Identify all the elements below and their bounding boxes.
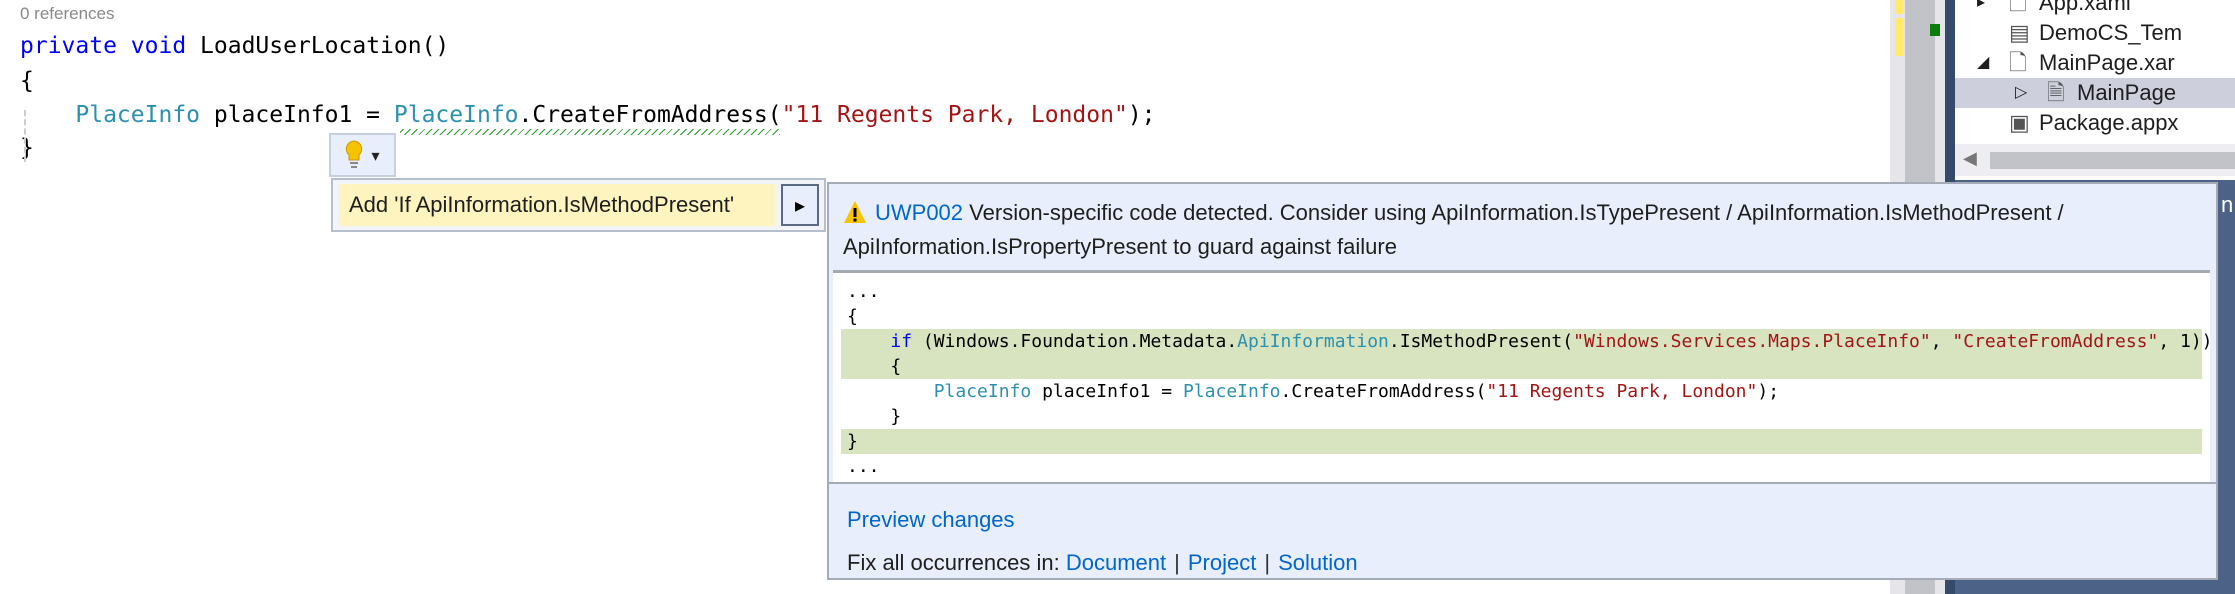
indent-guide	[24, 110, 26, 162]
xaml-file-icon: 🗋	[2009, 50, 2027, 75]
expander-icon[interactable]: ◢	[1977, 54, 1990, 71]
code-token: }	[847, 406, 902, 427]
solution-item[interactable]: ◢ 🗋 MainPage.xar	[1955, 48, 2235, 78]
code-token: PlaceInfo	[393, 102, 519, 128]
code-token	[847, 331, 890, 352]
expander-icon[interactable]: ▷	[2015, 84, 2028, 101]
preview-line-added: {	[841, 354, 2202, 379]
code-token: {	[847, 306, 858, 327]
codelens-references[interactable]: 0 references	[20, 4, 115, 23]
code-token: {	[20, 68, 34, 94]
solution-item[interactable]: ▣ Package.appx	[1955, 108, 2235, 138]
certificate-icon: ▤	[2009, 20, 2030, 45]
code-token: private	[20, 33, 117, 59]
code-token: if	[890, 331, 913, 352]
preview-line: PlaceInfo placeInfo1 = PlaceInfo.CreateF…	[841, 379, 2202, 404]
fix-all-label: Fix all occurrences in:	[847, 550, 1060, 575]
chevron-right-icon: ▸	[794, 193, 806, 217]
horizontal-scrollbar[interactable]: ◀	[1955, 144, 2235, 176]
preview-line-added: if (Windows.Foundation.Metadata.ApiInfor…	[841, 329, 2213, 354]
separator: |	[1264, 550, 1271, 575]
fix-project-link[interactable]: Project	[1187, 550, 1257, 575]
xaml-file-icon: 🗋	[2009, 0, 2027, 15]
tab-partial-label[interactable]: n	[2221, 192, 2234, 217]
code-token: "11 Regents Park, London"	[781, 102, 1128, 128]
warning-icon	[844, 201, 866, 223]
solution-item-label: MainPage.xar	[2039, 50, 2175, 75]
solution-item-label: DemoCS_Tem	[2039, 20, 2183, 45]
preview-line: {	[841, 304, 2202, 329]
scroll-left-arrow-icon[interactable]: ◀	[1963, 148, 1977, 169]
code-token: PlaceInfo	[1182, 381, 1281, 402]
solution-item-label: App.xaml	[2039, 0, 2131, 15]
code-token: , 1))	[2158, 331, 2213, 352]
code-token: .CreateFromAddress(	[1280, 381, 1487, 402]
preview-line-added: }	[841, 429, 2202, 454]
scrollbar-thumb[interactable]	[1990, 152, 2235, 169]
fix-preview-panel: UWP002 Version-specific code detected. C…	[827, 182, 2218, 580]
code-token: ...	[847, 281, 880, 302]
code-token: placeInfo1 =	[1031, 381, 1183, 402]
solution-item-label: Package.appx	[2039, 110, 2179, 135]
code-token: ...	[847, 456, 880, 477]
code-token: {	[847, 356, 902, 377]
warning-marker	[1930, 24, 1940, 36]
manifest-icon: ▣	[2009, 110, 2030, 135]
code-token: ,	[1930, 331, 1953, 352]
expand-submenu-button[interactable]: ▸	[781, 184, 819, 226]
code-token: .CreateFromAddress(	[518, 102, 782, 128]
code-token	[20, 102, 75, 128]
code-token: PlaceInfo	[933, 381, 1032, 402]
code-token: LoadUserLocation()	[186, 33, 450, 59]
solution-item[interactable]: ▸ 🗋 App.xaml	[1955, 0, 2235, 18]
quick-actions-menu: Add 'If ApiInformation.IsMethodPresent' …	[331, 178, 826, 232]
code-line[interactable]: PlaceInfo placeInfo1 = PlaceInfo.CreateF…	[20, 100, 1156, 130]
code-token: placeInfo1 =	[200, 102, 394, 128]
warning-squiggle	[400, 129, 780, 135]
menu-item-add-if-ismethodpresent[interactable]: Add 'If ApiInformation.IsMethodPresent'	[339, 184, 775, 226]
code-token: void	[130, 33, 187, 59]
code-token	[117, 33, 131, 59]
preview-line: ...	[841, 454, 2202, 479]
code-token: PlaceInfo	[75, 102, 201, 128]
code-file-icon: 🗎	[2047, 80, 2065, 105]
code-token: );	[1127, 102, 1156, 128]
code-token: ApiInformation	[1237, 331, 1389, 352]
preview-line: ...	[841, 279, 2202, 304]
preview-line: }	[841, 404, 2202, 429]
code-token: (Windows.Foundation.Metadata.	[912, 331, 1238, 352]
fix-document-link[interactable]: Document	[1065, 550, 1167, 575]
lightbulb-button[interactable]: ▾	[329, 133, 396, 177]
code-token	[847, 381, 934, 402]
code-line[interactable]: }	[20, 133, 34, 163]
code-line[interactable]: private void LoadUserLocation()	[20, 31, 449, 61]
code-token: .IsMethodPresent(	[1388, 331, 1574, 352]
code-preview: ... { if (Windows.Foundation.Metadata.Api…	[833, 270, 2213, 482]
solution-item[interactable]: ▷ 🗎 MainPage	[1955, 78, 2235, 108]
preview-changes-link[interactable]: Preview changes	[847, 507, 1015, 532]
lightbulb-icon	[346, 140, 363, 168]
code-token: }	[20, 135, 34, 161]
code-token: "CreateFromAddress"	[1952, 331, 2159, 352]
solution-item[interactable]: ▤ DemoCS_Tem	[1955, 18, 2235, 48]
diagnostic-header: UWP002 Version-specific code detected. C…	[829, 184, 2216, 270]
chevron-down-icon: ▾	[371, 145, 380, 165]
preview-footer: Preview changes Fix all occurrences in: …	[829, 482, 2216, 578]
change-marker	[1895, 18, 1903, 56]
change-marker	[1895, 0, 1903, 14]
expander-icon[interactable]: ▸	[1977, 0, 1986, 11]
diagnostic-message: Version-specific code detected. Consider…	[843, 200, 2064, 259]
diagnostic-code-link[interactable]: UWP002	[875, 200, 964, 225]
code-line[interactable]: {	[20, 66, 34, 96]
fix-solution-link[interactable]: Solution	[1278, 550, 1358, 575]
code-token: "Windows.Services.Maps.PlaceInfo"	[1573, 331, 1931, 352]
code-token: );	[1757, 381, 1780, 402]
separator: |	[1174, 550, 1180, 575]
code-token: }	[847, 431, 858, 452]
code-token: "11 Regents Park, London"	[1486, 381, 1758, 402]
solution-item-label: MainPage	[2077, 80, 2177, 105]
